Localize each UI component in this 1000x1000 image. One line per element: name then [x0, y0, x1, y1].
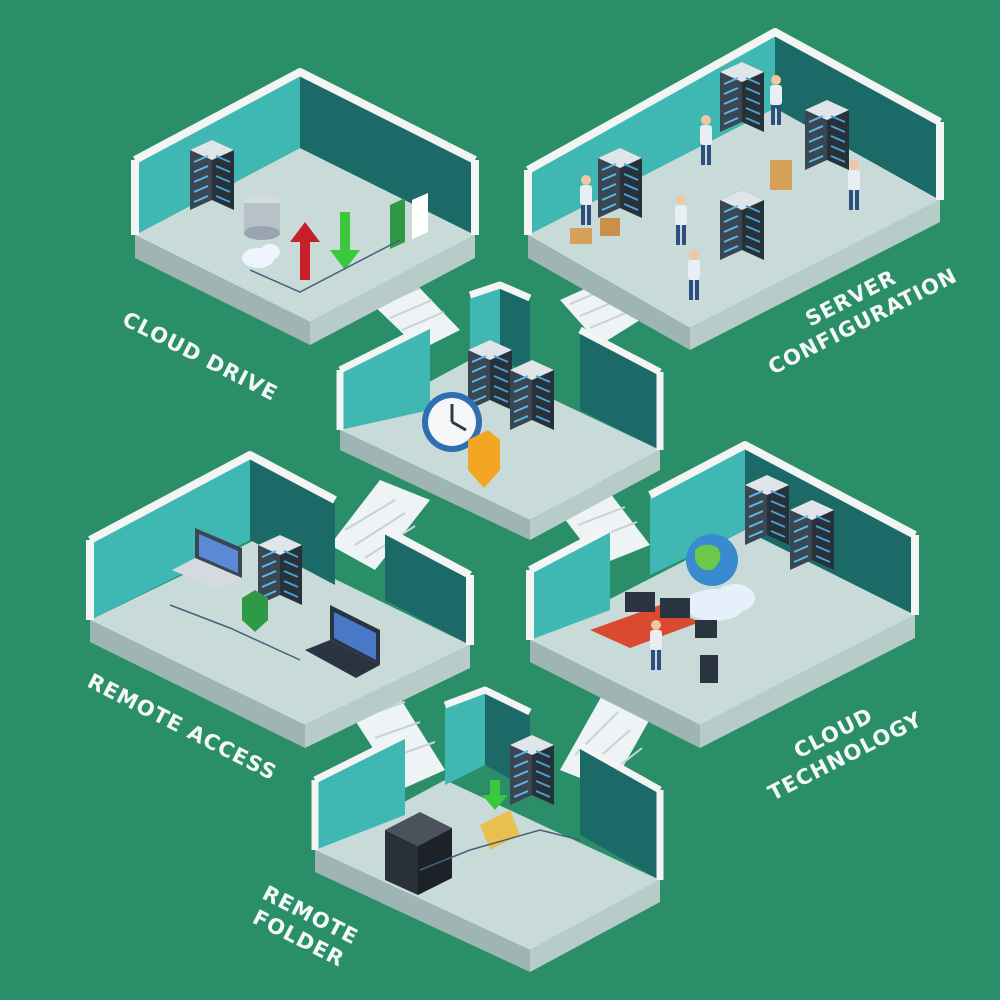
server-rack-icon: [509, 734, 555, 806]
server-rack-icon: [509, 359, 555, 431]
computer-tower-icon: [700, 655, 718, 683]
box-icon: [770, 160, 792, 190]
download-arrow-icon: [330, 212, 360, 270]
server-rack-icon: [597, 147, 643, 219]
monitor-icon: [625, 592, 655, 612]
globe-icon: [686, 534, 738, 586]
database-icon: [244, 196, 280, 240]
laptop-icon: [305, 605, 380, 678]
upload-arrow-icon: [290, 222, 320, 280]
document-icon: [412, 193, 428, 239]
server-rack-icon: [789, 499, 835, 571]
server-rack-icon: [804, 99, 850, 171]
laptop-icon: [172, 528, 242, 590]
shield-icon: [468, 430, 500, 488]
server-rack-icon: [189, 139, 235, 211]
box-icon: [600, 218, 620, 236]
shield-icon: [242, 590, 268, 632]
server-rack-icon: [257, 534, 303, 606]
server-rack-icon: [719, 189, 765, 261]
monitor-icon: [695, 620, 717, 638]
download-arrow-icon: [482, 780, 508, 810]
monitor-icon: [660, 598, 690, 618]
room-remote-access: [86, 451, 474, 748]
room-cloud-technology: [526, 441, 919, 748]
pc-case-icon: [385, 812, 452, 895]
room-central-hub: [336, 281, 664, 540]
box-icon: [570, 228, 592, 244]
cloud-icon: [242, 244, 280, 268]
server-rack-icon: [719, 61, 765, 133]
cloud-icon: [685, 584, 755, 621]
room-remote-folder: [311, 686, 664, 972]
room-server-configuration: [524, 28, 944, 350]
server-rack-icon: [744, 474, 790, 546]
folder-icon: [480, 810, 520, 850]
server-rack-icon: [467, 339, 513, 411]
clock-icon: [422, 392, 482, 452]
room-cloud-drive: [131, 68, 479, 345]
document-green-icon: [390, 198, 405, 249]
